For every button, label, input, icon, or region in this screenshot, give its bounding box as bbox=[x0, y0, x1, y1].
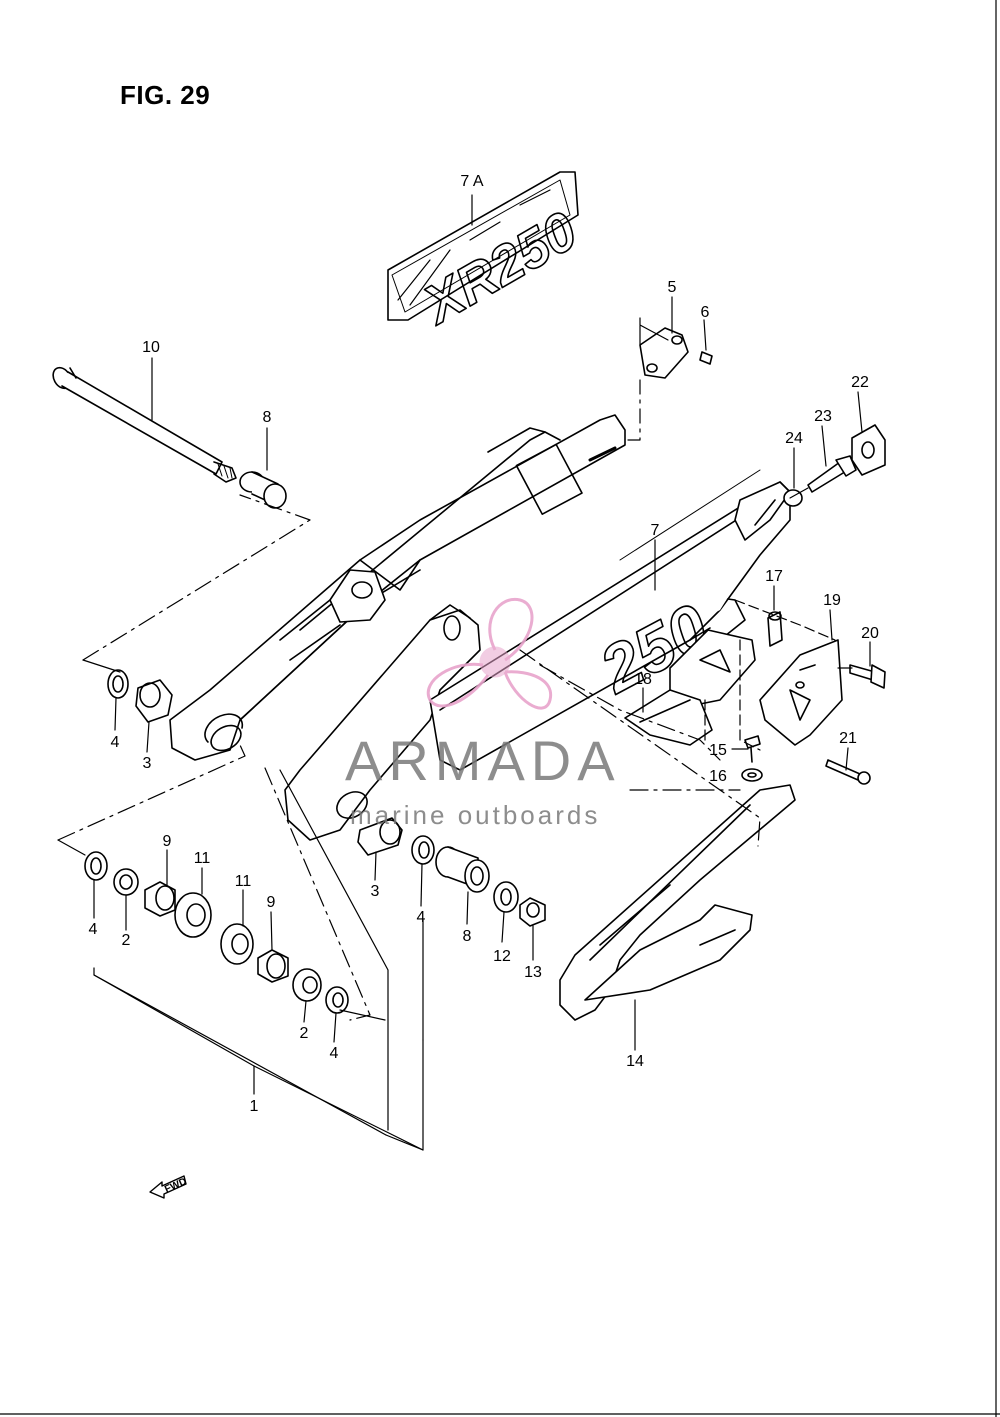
callout-2-a: 2 bbox=[122, 932, 131, 949]
washer-part-16 bbox=[741, 768, 763, 782]
forward-label: FWD bbox=[163, 1176, 188, 1195]
screw-part-6 bbox=[699, 351, 713, 365]
bolt-part-20 bbox=[849, 664, 886, 689]
callout-18: 18 bbox=[634, 671, 652, 688]
callout-2-b: 2 bbox=[300, 1025, 309, 1042]
watermark-tagline: marine outboards bbox=[350, 800, 601, 830]
bearing-part-3-mid bbox=[357, 817, 403, 856]
seal-part-11-b bbox=[220, 923, 254, 965]
bolt-part-21 bbox=[825, 759, 871, 785]
callout-4-mid: 4 bbox=[417, 909, 426, 926]
bush-part-2-a bbox=[113, 868, 139, 896]
bush-part-2-b bbox=[292, 968, 322, 1002]
callout-19: 19 bbox=[823, 592, 841, 609]
callout-17: 17 bbox=[765, 568, 783, 585]
callout-8-top: 8 bbox=[263, 409, 272, 426]
figure-title: FIG. 29 bbox=[120, 80, 211, 110]
seal-part-11-a bbox=[174, 892, 212, 938]
nut-plate-part-22 bbox=[851, 424, 886, 476]
washer-part-12 bbox=[493, 881, 519, 913]
callout-1: 1 bbox=[250, 1098, 259, 1115]
callout-3-left: 3 bbox=[143, 755, 152, 772]
watermark-logo-icon bbox=[426, 597, 553, 710]
callout-22: 22 bbox=[851, 374, 869, 391]
bearing-part-3-left bbox=[135, 679, 173, 723]
callout-7: 7 bbox=[651, 522, 660, 539]
watermark-brand: ARMADA bbox=[345, 729, 621, 792]
collar-part-9-a bbox=[144, 881, 176, 917]
collar-part-9-b bbox=[257, 949, 289, 983]
chain-guard-part-18 bbox=[624, 689, 713, 746]
callout-11-b: 11 bbox=[235, 873, 252, 890]
leader-lines bbox=[93, 194, 871, 1151]
collar-part-8-mid bbox=[435, 846, 490, 893]
callout-4-b: 4 bbox=[89, 921, 98, 938]
bracket-part-5 bbox=[639, 327, 689, 379]
pivot-bolt-part-10 bbox=[52, 366, 237, 483]
seal-part-4-b bbox=[84, 851, 108, 881]
callout-labels: 7 A 5 6 10 8 22 23 24 7 17 19 20 18 15 1… bbox=[89, 173, 879, 1115]
seal-part-4-c bbox=[325, 986, 349, 1014]
callout-10: 10 bbox=[142, 339, 160, 356]
callout-15: 15 bbox=[709, 742, 727, 759]
callout-11-a: 11 bbox=[194, 850, 211, 867]
callout-3-mid: 3 bbox=[371, 883, 380, 900]
chain-guide-plate-part-19 bbox=[759, 639, 843, 746]
callout-5: 5 bbox=[668, 279, 677, 296]
seal-part-4-left bbox=[107, 669, 129, 699]
callout-9-a: 9 bbox=[163, 833, 172, 850]
collar-part-8-top bbox=[239, 471, 287, 509]
callout-12: 12 bbox=[493, 948, 511, 965]
screw-part-17 bbox=[767, 611, 783, 647]
callout-7a: 7 A bbox=[460, 173, 483, 190]
upper-decal-part-7a: XR250 bbox=[387, 171, 588, 337]
callout-24: 24 bbox=[785, 430, 803, 447]
callout-23: 23 bbox=[814, 408, 832, 425]
callout-13: 13 bbox=[524, 964, 542, 981]
callout-16: 16 bbox=[709, 768, 727, 785]
nut-part-13 bbox=[519, 897, 546, 927]
callout-20: 20 bbox=[861, 625, 879, 642]
callout-4-left: 4 bbox=[111, 734, 120, 751]
callout-4-c: 4 bbox=[330, 1045, 339, 1062]
callout-6: 6 bbox=[701, 304, 710, 321]
callout-9-b: 9 bbox=[267, 894, 276, 911]
adjuster-bolt-part-23 bbox=[807, 455, 857, 493]
callout-8-mid: 8 bbox=[463, 928, 472, 945]
callout-14: 14 bbox=[626, 1053, 644, 1070]
forward-arrow-icon bbox=[149, 1175, 187, 1199]
seal-part-4-mid bbox=[411, 835, 435, 865]
callout-21: 21 bbox=[839, 730, 857, 747]
alignment-lines bbox=[57, 317, 853, 1131]
chain-slider-part-14 bbox=[559, 784, 796, 1021]
